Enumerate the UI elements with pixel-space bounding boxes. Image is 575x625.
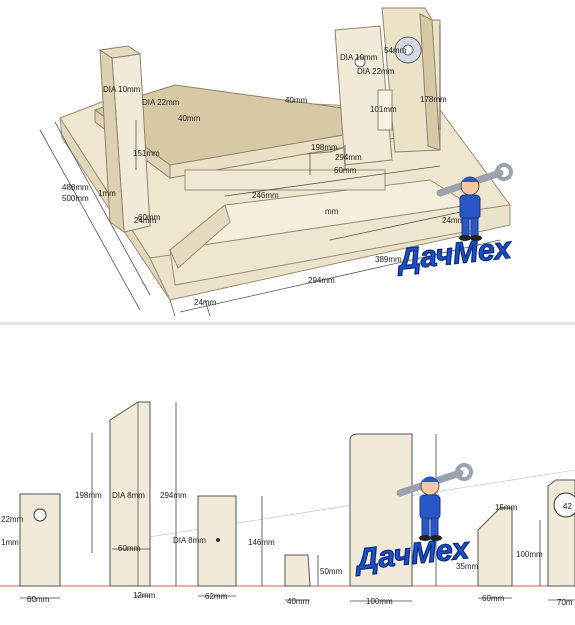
dim-label: 294mm — [335, 153, 362, 162]
dim-label: 100mm — [516, 550, 543, 559]
dim-label: 40mm — [178, 114, 201, 123]
dim-label: 70m — [557, 598, 573, 607]
dim-label: 24mm — [442, 216, 465, 225]
dim-label: 1mm — [1, 538, 19, 547]
right-upright-side — [419, 13, 441, 151]
bevel-block-slope — [169, 204, 231, 269]
dim-label: 60mm — [27, 595, 50, 604]
bearing-hole-inner — [402, 44, 414, 56]
slot-cutout — [377, 89, 393, 131]
mechanic-mascot-icon — [436, 163, 513, 241]
dim-label: 294mm — [160, 491, 187, 500]
support-bar — [184, 169, 386, 191]
dim-label: 60mm — [334, 166, 357, 175]
dim-label: 12mm — [133, 591, 156, 600]
dim-label: 151mm — [133, 149, 160, 158]
dim-label: DIA 10mm — [103, 85, 141, 94]
dim-label: 15mm — [495, 503, 518, 512]
dim-label: 62mm — [205, 592, 228, 601]
dim-label: 294mm — [308, 276, 335, 285]
dim-label: 389mm — [375, 255, 402, 264]
part-e-plate — [349, 433, 413, 587]
dim-label: 22mm — [1, 515, 24, 524]
dim-label: 1mm — [98, 189, 116, 198]
dim-label: DIA 10mm — [340, 53, 378, 62]
dim-label: DIA 22mm — [142, 98, 180, 107]
dim-label: 50mm — [320, 567, 343, 576]
isometric-assembly: 488mm 500mm 24mm 294mm 389mm 24mm DIA 10… — [39, 7, 511, 317]
dim-label: 40mm — [285, 96, 308, 105]
dim-label: 54mm — [384, 46, 407, 55]
dim-label: 100mm — [366, 597, 393, 606]
dim-label: DIA 8mm — [112, 491, 145, 500]
part-f-ramp — [477, 507, 513, 587]
dim-label: 246mm — [252, 191, 279, 200]
part-d-wedge — [284, 554, 311, 587]
dim-label: 40mm — [287, 597, 310, 606]
dim-label: 198mm — [311, 143, 338, 152]
dim-label: 101mm — [370, 105, 397, 114]
dim-label: 488mm — [62, 183, 89, 192]
dim-label: 24mm — [134, 216, 157, 225]
parts-layout: 22mm 1mm 60mm 198mm DIA 8mm 60mm 294mm 1… — [0, 401, 575, 607]
left-upright-top — [98, 45, 142, 59]
top-dimension-lines — [39, 25, 501, 317]
dim-label: DIA 8mm — [173, 536, 206, 545]
dim-label: DIA 22mm — [357, 67, 395, 76]
part-a-side — [19, 493, 61, 587]
dim-label: mm — [325, 207, 339, 216]
dim-label: 60mm — [138, 213, 161, 222]
dim-label: 35mm — [456, 562, 479, 571]
dim-label: 24mm — [194, 298, 217, 307]
dim-label: 500mm — [62, 194, 89, 203]
mechanic-mascot-icon — [396, 463, 473, 541]
small-hole — [354, 56, 366, 68]
part-b-upright — [109, 401, 151, 587]
part-a-hole — [33, 508, 47, 522]
dim-label: 178mm — [420, 95, 447, 104]
dim-label: 42 — [563, 502, 572, 511]
dim-label: 198mm — [75, 491, 102, 500]
dim-label: 60mm — [118, 544, 141, 553]
dim-label: 146mm — [248, 538, 275, 547]
section-divider — [0, 322, 575, 325]
dim-label: 60mm — [482, 594, 505, 603]
